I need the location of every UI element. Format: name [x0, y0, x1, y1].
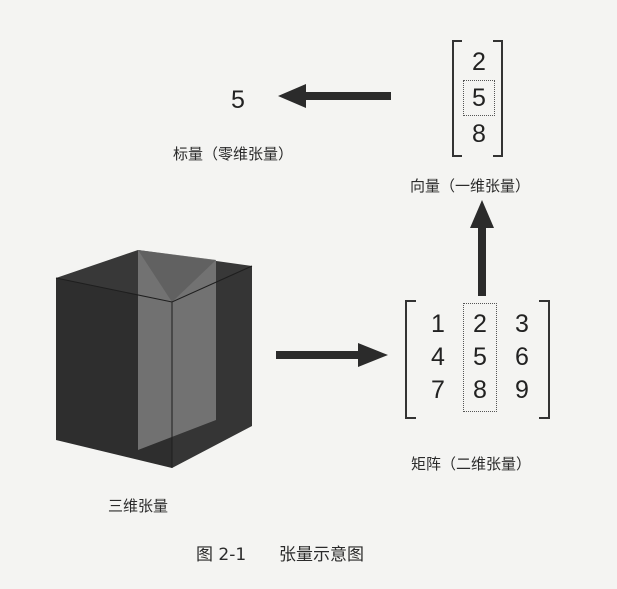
cube-3d-tensor: [55, 250, 253, 468]
matrix-left-bracket: [405, 300, 416, 419]
matrix-column-highlight: [463, 303, 497, 412]
matrix-cell: 8: [473, 376, 487, 404]
figure-caption: 图 2-1 张量示意图: [196, 540, 364, 565]
tensor3d-label: 三维张量: [108, 497, 169, 515]
matrix-cell: 6: [515, 343, 529, 371]
matrix-right-bracket: [539, 300, 550, 419]
matrix-cell: 9: [515, 376, 529, 404]
arrow-matrix-to-vector: [470, 200, 494, 296]
vector-element: 8: [472, 120, 486, 148]
vector-label: 向量（一维张量）: [410, 177, 531, 195]
matrix-label: 矩阵（二维张量）: [411, 455, 532, 473]
arrow-vector-to-scalar: [278, 84, 391, 108]
vector-highlight-box: [463, 80, 495, 116]
vector-right-bracket: [493, 40, 503, 157]
arrow-cube-to-matrix: [276, 343, 388, 367]
matrix-cell: 1: [431, 310, 445, 338]
matrix-cell: 4: [431, 343, 445, 371]
scalar-value: 5: [231, 86, 245, 114]
matrix-cell: 2: [473, 310, 487, 338]
figure-number: 图 2-1: [196, 545, 247, 565]
vector-element: 5: [472, 84, 486, 112]
matrix-cell: 7: [431, 376, 445, 404]
vector-left-bracket: [452, 40, 462, 157]
vector-element: 2: [472, 48, 486, 76]
scalar-label: 标量（零维张量）: [173, 145, 294, 163]
matrix-cell: 3: [515, 310, 529, 338]
matrix-cell: 5: [473, 343, 487, 371]
figure-title: 张量示意图: [278, 545, 364, 565]
